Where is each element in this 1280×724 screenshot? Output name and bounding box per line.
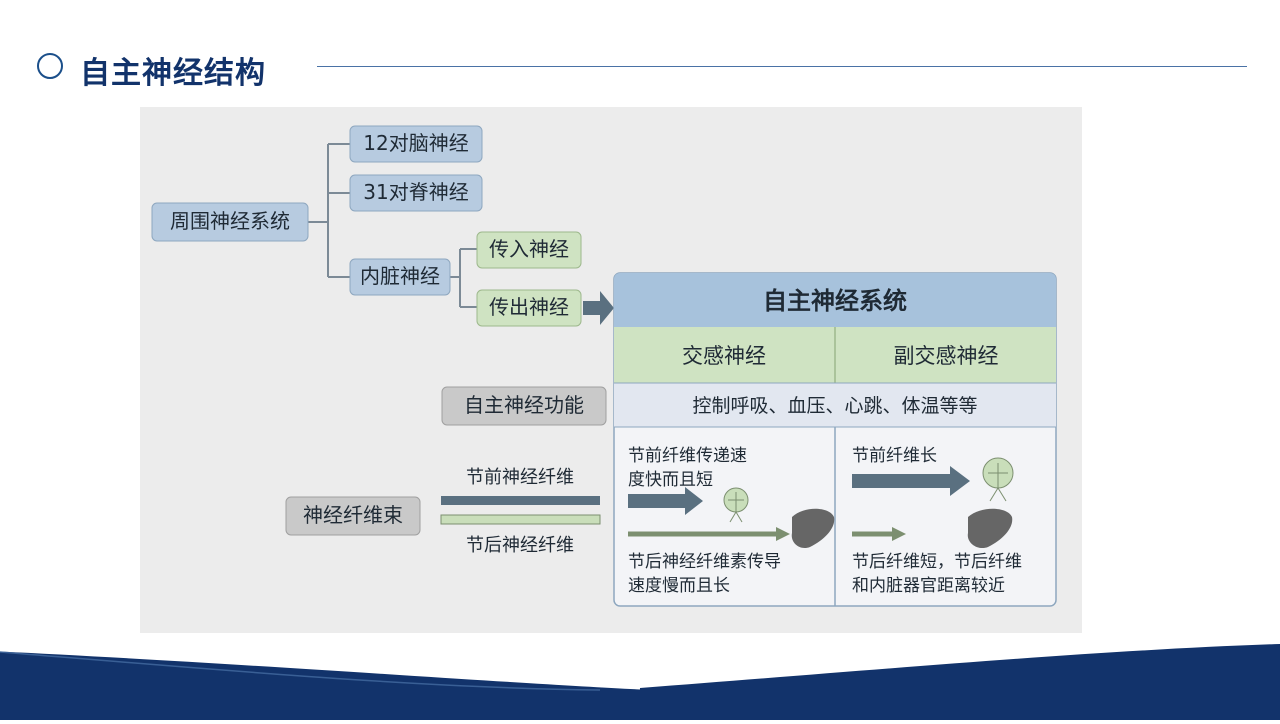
post-fiber-bar <box>440 514 601 525</box>
efferent-label: 传出神经 <box>489 295 569 319</box>
pre-fiber-label: 节前神经纤维 <box>466 467 574 488</box>
page-title: 自主神经结构 <box>80 56 266 91</box>
peripheral-nervous-system-box: 周围神经系统 <box>151 202 309 242</box>
title-circle-icon <box>37 53 63 79</box>
bundle-label: 神经纤维束 <box>303 503 403 527</box>
para-post-text-2: 和内脏器官距离较近 <box>852 576 1005 596</box>
ganglion-icon <box>982 457 1014 502</box>
cranial-label: 12对脑神经 <box>363 131 468 155</box>
symp-pre-text-2: 度快而且短 <box>628 470 713 490</box>
symp-pre-arrow-icon <box>628 487 703 515</box>
para-pre-arrow-icon <box>852 466 970 496</box>
ans-function-box: 自主神经功能 <box>441 386 607 426</box>
ans-title: 自主神经系统 <box>763 287 907 315</box>
visceral-nerves-box: 内脏神经 <box>349 258 451 296</box>
efferent-arrow-icon <box>583 291 614 325</box>
tree-connectors <box>308 143 477 308</box>
function-label: 自主神经功能 <box>464 393 584 417</box>
efferent-nerves-box: 传出神经 <box>476 289 582 327</box>
symp-pre-text-1: 节前纤维传递速 <box>628 446 747 466</box>
para-pre-text: 节前纤维长 <box>852 446 937 466</box>
liver-icon <box>791 508 835 549</box>
cranial-nerves-box: 12对脑神经 <box>349 125 483 163</box>
visceral-label: 内脏神经 <box>360 264 440 288</box>
ganglion-icon <box>723 487 749 523</box>
sympathetic-cell: 节前纤维传递速 度快而且短 节后神经纤维素传导 速度慢而且长 <box>628 446 835 596</box>
post-fiber-label: 节后神经纤维 <box>466 535 574 556</box>
function-text: 控制呼吸、血压、心跳、体温等等 <box>692 395 977 417</box>
nerve-fiber-bundle-box: 神经纤维束 <box>285 496 421 536</box>
symp-post-text-2: 速度慢而且长 <box>628 575 730 596</box>
afferent-label: 传入神经 <box>489 237 569 261</box>
symp-post-text-1: 节后神经纤维素传导 <box>628 552 781 572</box>
title-divider <box>317 66 1247 67</box>
sympathetic-header: 交感神经 <box>682 344 766 368</box>
symp-post-arrow-icon <box>776 527 790 541</box>
pre-fiber-bar <box>441 496 600 505</box>
spinal-nerves-box: 31对脊神经 <box>349 174 483 212</box>
para-post-arrow-icon <box>892 527 906 541</box>
footer-wave <box>0 640 1280 720</box>
ans-diagram-photo: 周围神经系统 12对脑神经 31对脊神经 内脏神经 传入神经 传出神经 自主神经… <box>140 107 1082 633</box>
afferent-nerves-box: 传入神经 <box>476 231 582 269</box>
spinal-label: 31对脊神经 <box>363 180 468 204</box>
liver-icon <box>967 508 1013 549</box>
para-post-text-1: 节后纤维短，节后纤维 <box>852 552 1022 572</box>
parasympathetic-cell: 节前纤维长 节后纤维短，节后纤维 和内脏器官距离较近 <box>852 446 1022 596</box>
peripheral-label: 周围神经系统 <box>170 209 290 233</box>
parasympathetic-header: 副交感神经 <box>894 344 999 368</box>
ans-table: 自主神经系统 交感神经 副交感神经 控制呼吸、血压、心跳、体温等等 <box>613 272 1057 607</box>
